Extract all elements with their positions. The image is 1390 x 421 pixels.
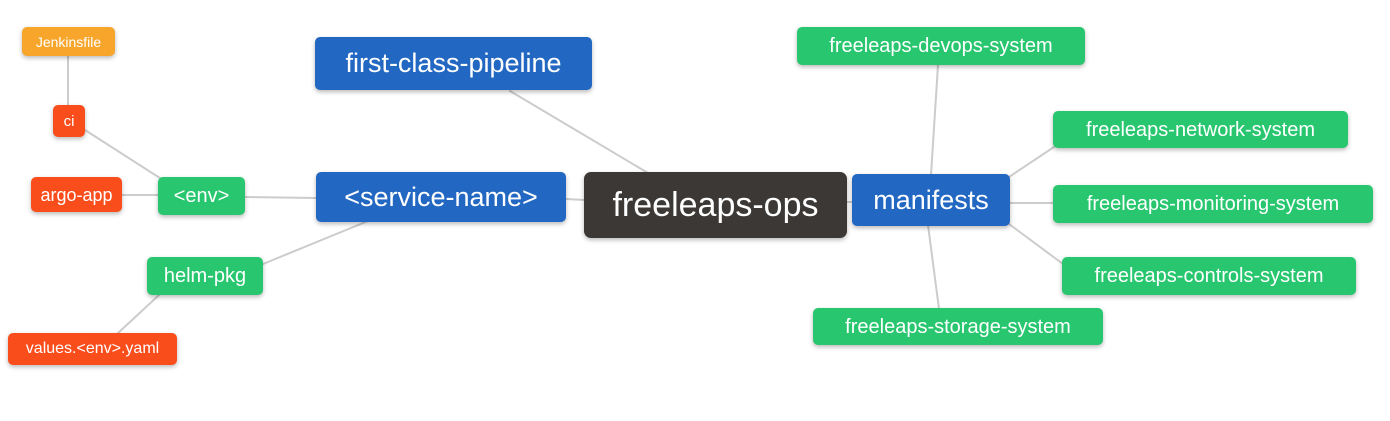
node-values-env-yaml[interactable]: values.<env>.yaml xyxy=(8,333,177,365)
node-env[interactable]: <env> xyxy=(158,177,245,215)
node-freeleaps-devops-system[interactable]: freeleaps-devops-system xyxy=(797,27,1085,65)
node-helm-pkg[interactable]: helm-pkg xyxy=(147,257,263,295)
node-freeleaps-controls-system[interactable]: freeleaps-controls-system xyxy=(1062,257,1356,295)
node-freeleaps-storage-system[interactable]: freeleaps-storage-system xyxy=(813,308,1103,345)
node-freeleaps-ops[interactable]: freeleaps-ops xyxy=(584,172,847,238)
edge-ci-env xyxy=(84,129,164,181)
edge-service-name-ops xyxy=(565,198,586,201)
node-freeleaps-monitoring-system[interactable]: freeleaps-monitoring-system xyxy=(1053,185,1373,223)
node-argo-app[interactable]: argo-app xyxy=(31,177,122,212)
edge-helm-pkg-service-name xyxy=(262,220,369,265)
node-first-class-pipeline[interactable]: first-class-pipeline xyxy=(315,37,592,90)
node-freeleaps-network-system[interactable]: freeleaps-network-system xyxy=(1053,111,1348,148)
node-service-name[interactable]: <service-name> xyxy=(316,172,566,222)
edge-manifests-controls-system xyxy=(1008,223,1064,265)
edge-values-helm-pkg xyxy=(116,294,160,335)
edge-manifests-storage-system xyxy=(927,224,940,310)
node-jenkinsfile[interactable]: Jenkinsfile xyxy=(22,27,115,56)
edge-manifests-devops-system xyxy=(930,64,939,176)
edge-pipeline-freeleaps-ops xyxy=(509,90,649,174)
node-manifests[interactable]: manifests xyxy=(852,174,1010,226)
edge-env-service-name xyxy=(244,196,317,199)
edge-manifests-network-system xyxy=(1008,146,1055,178)
node-ci[interactable]: ci xyxy=(53,105,85,137)
